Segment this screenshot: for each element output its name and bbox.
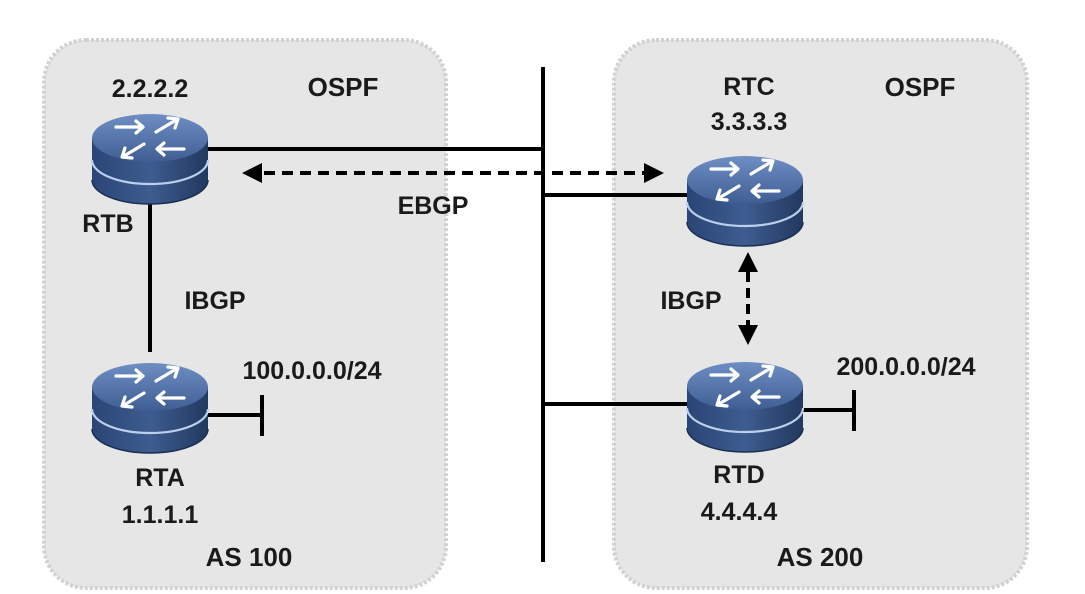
network-right-label: 200.0.0.0/24 <box>836 353 975 381</box>
ibgp-right-label: IBGP <box>660 287 721 315</box>
as200-ospf-label: OSPF <box>885 72 956 102</box>
ebgp-label: EBGP <box>398 192 469 220</box>
router-icon <box>685 360 805 454</box>
rta-name: RTA <box>135 464 185 492</box>
network-stub-left <box>205 395 264 436</box>
router-icon <box>90 361 210 455</box>
rtd-router-id: 4.4.4.4 <box>701 498 778 526</box>
rtb-name: RTB <box>82 210 133 238</box>
as200-label: AS 200 <box>777 542 864 572</box>
ibgp-left-label: IBGP <box>184 287 245 315</box>
network-left-label: 100.0.0.0/24 <box>242 357 381 385</box>
rtd-name: RTD <box>713 461 764 489</box>
as100-ospf-label: OSPF <box>308 72 379 102</box>
rtb-router-id: 2.2.2.2 <box>112 75 188 103</box>
network-stub-right <box>800 390 856 431</box>
router-icon <box>685 154 805 248</box>
router-icon <box>90 112 210 206</box>
as100-label: AS 100 <box>206 542 293 572</box>
rta-router-id: 1.1.1.1 <box>122 501 199 529</box>
rtc-name: RTC <box>723 73 774 101</box>
rtc-router-id: 3.3.3.3 <box>711 108 787 136</box>
